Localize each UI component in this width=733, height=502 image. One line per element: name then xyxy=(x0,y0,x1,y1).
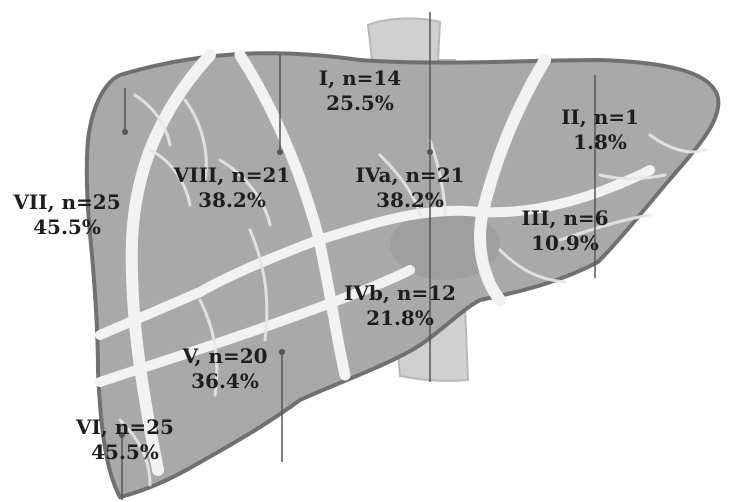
segment-IVa-count: IVa, n=21 xyxy=(355,163,464,188)
segment-I-count: I, n=14 xyxy=(319,66,401,91)
segment-V-count: V, n=20 xyxy=(182,344,267,369)
segment-VI-percent: 45.5% xyxy=(76,440,174,465)
segment-label-VII: VII, n=25 45.5% xyxy=(13,190,120,240)
segment-VIII-count: VIII, n=21 xyxy=(174,163,291,188)
segment-IVb-percent: 21.8% xyxy=(344,306,456,331)
segment-IVa-percent: 38.2% xyxy=(355,188,464,213)
segment-V-percent: 36.4% xyxy=(182,369,267,394)
segment-III-count: III, n=6 xyxy=(521,206,608,231)
segment-VII-percent: 45.5% xyxy=(13,215,120,240)
segment-label-VI: VI, n=25 45.5% xyxy=(76,415,174,465)
segment-II-count: II, n=1 xyxy=(561,105,639,130)
segment-I-percent: 25.5% xyxy=(319,91,401,116)
segment-VI-count: VI, n=25 xyxy=(76,415,174,440)
segment-VII-count: VII, n=25 xyxy=(13,190,120,215)
segment-III-percent: 10.9% xyxy=(521,231,608,256)
segment-label-IVa: IVa, n=21 38.2% xyxy=(355,163,464,213)
segment-IVb-count: IVb, n=12 xyxy=(344,281,456,306)
segment-label-IVb: IVb, n=12 21.8% xyxy=(344,281,456,331)
segment-label-VIII: VIII, n=21 38.2% xyxy=(174,163,291,213)
segment-VIII-percent: 38.2% xyxy=(174,188,291,213)
segment-label-I: I, n=14 25.5% xyxy=(319,66,401,116)
segment-II-percent: 1.8% xyxy=(561,130,639,155)
segment-label-II: II, n=1 1.8% xyxy=(561,105,639,155)
segment-label-III: III, n=6 10.9% xyxy=(521,206,608,256)
segment-label-V: V, n=20 36.4% xyxy=(182,344,267,394)
